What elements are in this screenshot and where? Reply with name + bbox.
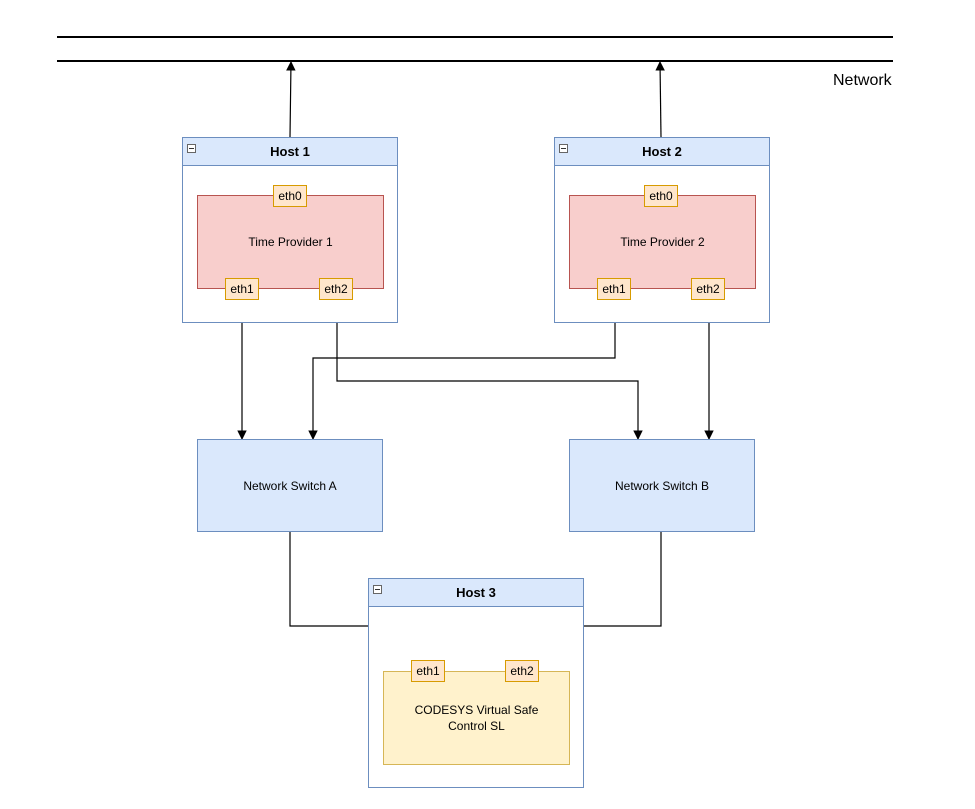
network-label: Network [833, 72, 892, 89]
network-switch-b[interactable]: Network Switch B [569, 439, 755, 532]
host3-port-eth2[interactable]: eth2 [505, 660, 539, 682]
host2-eth0-to-network [655, 61, 665, 138]
host2-port-eth0[interactable]: eth0 [644, 185, 678, 207]
port-label: eth0 [649, 189, 673, 203]
network-switch-a[interactable]: Network Switch A [197, 439, 383, 532]
codesys-virtual-safe-control[interactable]: CODESYS Virtual Safe Control SL [383, 671, 570, 765]
host2-port-eth2[interactable]: eth2 [691, 278, 725, 300]
host2-header: Host 2 [555, 138, 769, 166]
host1-port-eth0[interactable]: eth0 [273, 185, 307, 207]
network-switch-a-label: Network Switch A [243, 478, 337, 493]
host2-port-eth1[interactable]: eth1 [597, 278, 631, 300]
collapse-icon[interactable] [187, 144, 196, 153]
collapse-icon[interactable] [373, 585, 382, 594]
host1-port-eth2[interactable]: eth2 [319, 278, 353, 300]
host1-title: Host 1 [270, 144, 310, 159]
port-label: eth2 [510, 664, 534, 678]
host3-title: Host 3 [456, 585, 496, 600]
port-label: eth1 [230, 282, 254, 296]
port-label: eth2 [324, 282, 348, 296]
network-switch-b-label: Network Switch B [614, 478, 710, 493]
time-provider-1[interactable]: Time Provider 1 [197, 195, 384, 289]
host1-eth2-to-switch-b [336, 299, 643, 440]
controller-label: CODESYS Virtual Safe Control SL [414, 703, 539, 733]
time-provider-2-label: Time Provider 2 [620, 235, 705, 249]
host2-title: Host 2 [642, 144, 682, 159]
host3-header: Host 3 [369, 579, 583, 607]
host1-header: Host 1 [183, 138, 397, 166]
port-label: eth1 [416, 664, 440, 678]
host1-port-eth1[interactable]: eth1 [225, 278, 259, 300]
port-label: eth2 [696, 282, 720, 296]
time-provider-1-label: Time Provider 1 [248, 235, 333, 249]
port-label: eth0 [278, 189, 302, 203]
host3-port-eth1[interactable]: eth1 [411, 660, 445, 682]
port-label: eth1 [602, 282, 626, 296]
collapse-icon[interactable] [559, 144, 568, 153]
host2-eth1-to-switch-a [308, 299, 616, 440]
time-provider-2[interactable]: Time Provider 2 [569, 195, 756, 289]
